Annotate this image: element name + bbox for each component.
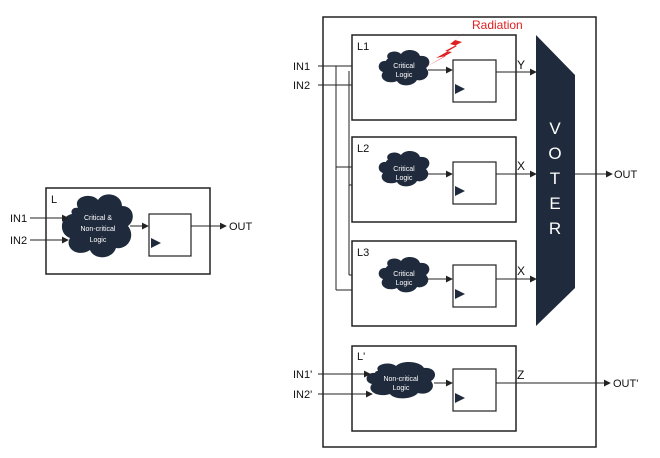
block-l1: L1 Critical Logic Y — [351, 34, 537, 121]
voter-shape — [536, 35, 575, 326]
block-l-label: L — [51, 194, 57, 206]
cloud-text-line-2: Logic — [396, 72, 413, 79]
block-l2: L2 Critical Logic X — [351, 136, 537, 223]
cloud-text-line-1: Critical — [393, 166, 415, 173]
cloud-text-line-1: Non-critical — [383, 376, 418, 383]
flip-flop — [452, 161, 497, 205]
voter-letter-t: T — [550, 169, 560, 188]
cloud-text-line-1: Critical & — [84, 215, 112, 222]
input-in2-label: IN2 — [293, 80, 310, 92]
block-l1-output-label: Y — [517, 58, 525, 72]
input-in2-label: IN2 — [10, 235, 27, 247]
outer-frame — [322, 16, 597, 448]
block-l1-label: L1 — [357, 41, 369, 53]
flip-flop-clock — [455, 289, 465, 299]
input-in1-label: IN1 — [293, 61, 310, 73]
voter: V O T E R OUT — [536, 35, 638, 326]
cloud-text-line-2: Non-critical — [80, 226, 115, 233]
block-lprime-label: L' — [357, 351, 365, 363]
block-l3: L3 Critical Logic X — [351, 240, 537, 327]
cloud-text-line-2: Logic — [396, 280, 413, 287]
cloud-text-line-2: Logic — [396, 175, 413, 182]
voter-letter-r: R — [549, 219, 561, 238]
cloud-shape — [366, 362, 436, 399]
input-in1-prime-label: IN1' — [293, 369, 312, 381]
voter-letter-v: V — [549, 119, 561, 138]
left-design: L Critical & Non-critical Logic IN1 IN2 … — [10, 187, 253, 275]
block-l3-label: L3 — [357, 247, 369, 259]
flip-flop — [148, 213, 192, 257]
block-l3-output-label: X — [517, 264, 525, 278]
voter-letter-e: E — [549, 194, 560, 213]
radiation-bolt: Radiation — [424, 18, 523, 68]
cloud-shape — [378, 257, 430, 293]
block-lprime-output-label: Z — [517, 368, 524, 382]
flip-flop-clock — [455, 84, 465, 94]
block-lprime: L' Non-critical Logic Z OUT' IN1' IN2' — [293, 345, 638, 432]
flip-flop — [452, 264, 497, 308]
flip-flop — [452, 59, 497, 103]
right-design: IN1 IN2 L1 Critical Logic Y — [293, 16, 638, 448]
cloud-text-line-3: Logic — [90, 237, 107, 244]
voter-letter-o: O — [548, 144, 561, 163]
cloud-shape — [378, 151, 430, 187]
cloud-shape — [378, 50, 430, 86]
cloud-shape — [61, 194, 133, 258]
flip-flop — [452, 368, 497, 412]
cloud-text-line-2: Logic — [393, 385, 410, 392]
flip-flop-clock — [151, 238, 161, 248]
block-lprime-out-label: OUT' — [613, 378, 638, 390]
cloud-text-line-1: Critical — [393, 271, 415, 278]
input-in1-label: IN1 — [10, 213, 27, 225]
block-l2-output-label: X — [517, 159, 525, 173]
input-in2-prime-label: IN2' — [293, 389, 312, 401]
flip-flop-clock — [455, 393, 465, 403]
flip-flop-clock — [455, 186, 465, 196]
voter-output-label: OUT — [614, 169, 638, 181]
cloud-text-line-1: Critical — [393, 63, 415, 70]
radiation-label: Radiation — [472, 18, 523, 32]
output-label: OUT — [229, 221, 253, 233]
block-l2-label: L2 — [357, 143, 369, 155]
